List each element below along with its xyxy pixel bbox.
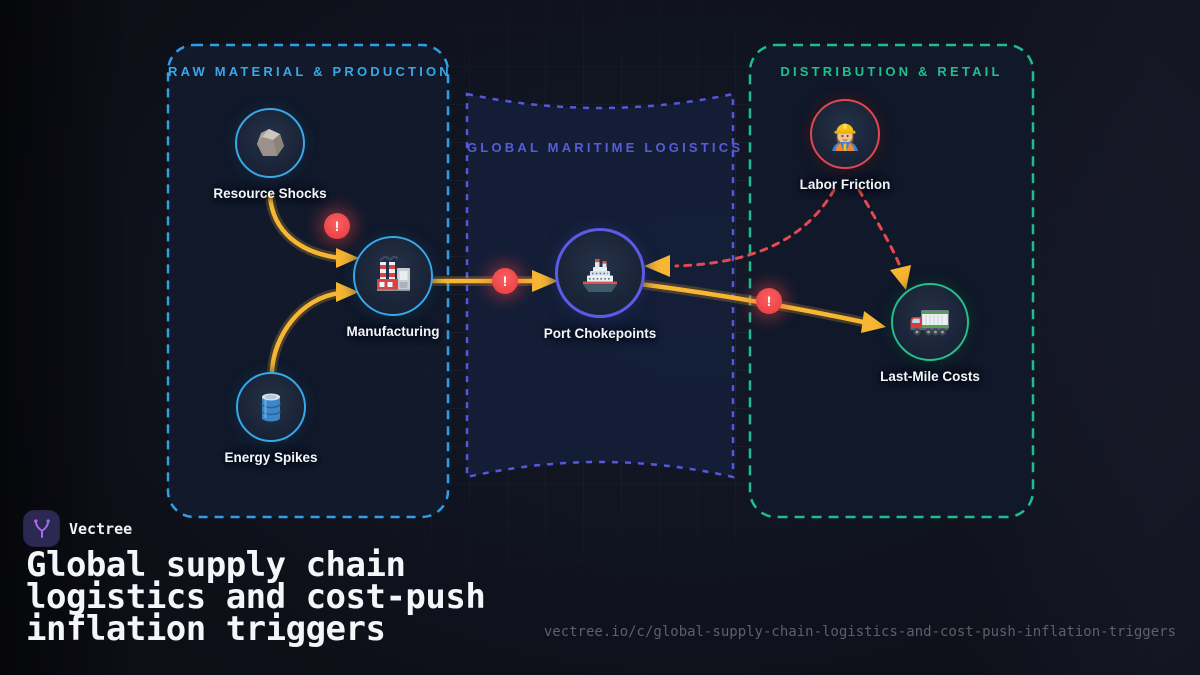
node-labor-friction: Labor Friction: [765, 99, 925, 192]
node-label: Labor Friction: [799, 177, 891, 192]
arrowheads: [336, 248, 911, 333]
node-last-mile-costs: Last-Mile Costs: [850, 283, 1010, 384]
node-energy-spikes: Energy Spikes: [191, 372, 351, 465]
vectree-logo: [24, 511, 59, 546]
title-line-1: Global supply chain: [26, 545, 406, 585]
line-labor-to-port: [674, 188, 836, 268]
node-label: Manufacturing: [346, 324, 440, 339]
page-title: Global supply chain logistics and cost-p…: [26, 545, 486, 649]
delivery-truck-icon: [910, 310, 949, 336]
arrow-energy-to-manufacturing: [269, 290, 343, 374]
arrowhead-into-port: [532, 270, 558, 292]
arrowhead-labor-into-port: [644, 255, 670, 277]
node-label: Energy Spikes: [224, 450, 318, 465]
ship-icon: [583, 259, 617, 292]
supply-flow-arrows: [267, 193, 871, 374]
title-line-2: logistics and cost-push: [26, 577, 486, 617]
title-line-3: inflation triggers: [26, 609, 386, 649]
node-label: Resource Shocks: [213, 186, 327, 201]
node-label: Last-Mile Costs: [880, 369, 980, 384]
alert-badge-lastmile-edge: !: [756, 288, 782, 314]
arrow-port-to-lastmile: [637, 281, 871, 326]
panel-title-maritime: GLOBAL MARITIME LOGISTICS: [467, 140, 744, 155]
arrowhead-labor-into-lastmile: [890, 265, 911, 290]
arrow-resource-to-manufacturing: [267, 193, 343, 261]
canonical-url: vectree.io/c/global-supply-chain-logisti…: [543, 624, 1176, 640]
node-circle: [891, 283, 969, 361]
node-circle: [235, 108, 305, 178]
brand-name: Vectree: [69, 519, 133, 538]
panel-title-raw-material: RAW MATERIAL & PRODUCTION: [168, 64, 452, 79]
node-resource-shocks: Resource Shocks: [190, 108, 350, 201]
vectree-branch-icon: [33, 518, 50, 538]
factory-icon: [377, 255, 410, 291]
line-labor-to-lastmile: [857, 188, 904, 274]
node-circle: [810, 99, 880, 169]
alert-badge-resource-edge: !: [324, 213, 350, 239]
brand-row: Vectree: [24, 511, 132, 546]
oil-drum-icon: [261, 393, 281, 422]
panel-title-distribution: DISTRIBUTION & RETAIL: [780, 64, 1003, 79]
construction-worker-icon: [832, 123, 858, 151]
node-circle: [236, 372, 306, 442]
panel-distribution-retail: [748, 43, 1035, 519]
node-manufacturing: Manufacturing: [313, 236, 473, 339]
node-label: Port Chokepoints: [543, 326, 657, 341]
arrowhead-into-lastmile-left: [861, 311, 886, 333]
node-port-chokepoints: Port Chokepoints: [520, 228, 680, 341]
node-circle: [555, 228, 645, 318]
risk-pressure-lines: [674, 188, 904, 274]
arrowhead-into-manufacturing-top: [336, 248, 359, 268]
node-circle: [353, 236, 433, 316]
alert-badge-port-edge: !: [492, 268, 518, 294]
rock-icon: [257, 129, 284, 156]
arrowhead-into-manufacturing-bottom: [336, 282, 359, 302]
